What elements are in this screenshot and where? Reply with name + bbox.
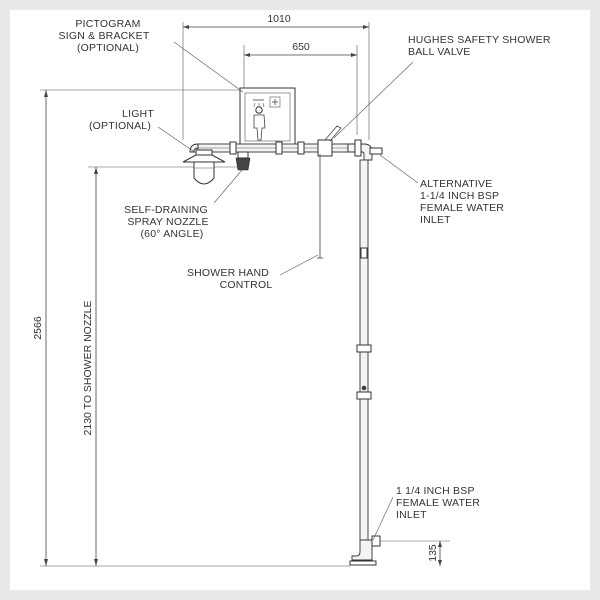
svg-text:FEMALE WATER: FEMALE WATER [420, 202, 504, 214]
svg-text:LIGHT: LIGHT [122, 108, 154, 120]
nozzle-height-value: 2130 TO SHOWER NOZZLE [82, 301, 94, 436]
svg-text:HUGHES SAFETY SHOWER: HUGHES SAFETY SHOWER [408, 34, 551, 46]
svg-text:1 1/4 INCH BSP: 1 1/4 INCH BSP [396, 485, 475, 497]
spray-nozzle [235, 151, 251, 171]
overall-height-value: 2566 [32, 316, 44, 340]
label-alternative-inlet: ALTERNATIVE 1-1/4 INCH BSP FEMALE WATER … [420, 178, 504, 226]
svg-text:1-1/4 INCH BSP: 1-1/4 INCH BSP [420, 190, 499, 202]
svg-text:INLET: INLET [420, 214, 451, 226]
svg-text:FEMALE WATER: FEMALE WATER [396, 497, 480, 509]
label-ball-valve: HUGHES SAFETY SHOWER BALL VALVE [408, 34, 551, 58]
svg-text:SPRAY NOZZLE: SPRAY NOZZLE [127, 216, 208, 228]
sign-width-value: 650 [292, 41, 310, 53]
svg-text:ALTERNATIVE: ALTERNATIVE [420, 178, 492, 190]
dimension-inlet-height: 135 [372, 540, 450, 566]
svg-text:(OPTIONAL): (OPTIONAL) [89, 120, 151, 132]
leader-lines [157, 41, 419, 541]
drawing-frame [10, 10, 590, 590]
label-pictogram: PICTOGRAM SIGN & BRACKET (OPTIONAL) [59, 18, 150, 54]
svg-text:SHOWER HAND: SHOWER HAND [187, 267, 269, 279]
label-light: LIGHT (OPTIONAL) [89, 108, 154, 132]
svg-text:INLET: INLET [396, 509, 427, 521]
riser-pipe [349, 159, 381, 566]
hand-control-rod [317, 154, 323, 259]
svg-text:SIGN & BRACKET: SIGN & BRACKET [59, 30, 150, 42]
overall-width-value: 1010 [267, 13, 291, 25]
dimension-overall-height: 2566 [32, 89, 350, 567]
svg-text:CONTROL: CONTROL [220, 279, 273, 291]
svg-text:PICTOGRAM: PICTOGRAM [75, 18, 140, 30]
shower-arm [197, 125, 383, 161]
label-hand-control: SHOWER HAND CONTROL [187, 267, 272, 291]
svg-text:(OPTIONAL): (OPTIONAL) [77, 42, 139, 54]
inlet-height-value: 135 [427, 544, 439, 562]
dimension-overall-width: 1010 [182, 13, 370, 140]
pictogram-sign [239, 87, 296, 152]
label-bottom-inlet: 1 1/4 INCH BSP FEMALE WATER INLET [396, 485, 480, 521]
dimension-nozzle-height: 2130 TO SHOWER NOZZLE [82, 166, 240, 566]
light-fitting [182, 143, 226, 185]
svg-text:(60° ANGLE): (60° ANGLE) [140, 228, 203, 240]
svg-text:BALL VALVE: BALL VALVE [408, 46, 471, 58]
dimension-sign-width: 650 [243, 41, 358, 135]
label-nozzle: SELF-DRAINING SPRAY NOZZLE (60° ANGLE) [124, 204, 208, 240]
svg-text:SELF-DRAINING: SELF-DRAINING [124, 204, 208, 216]
